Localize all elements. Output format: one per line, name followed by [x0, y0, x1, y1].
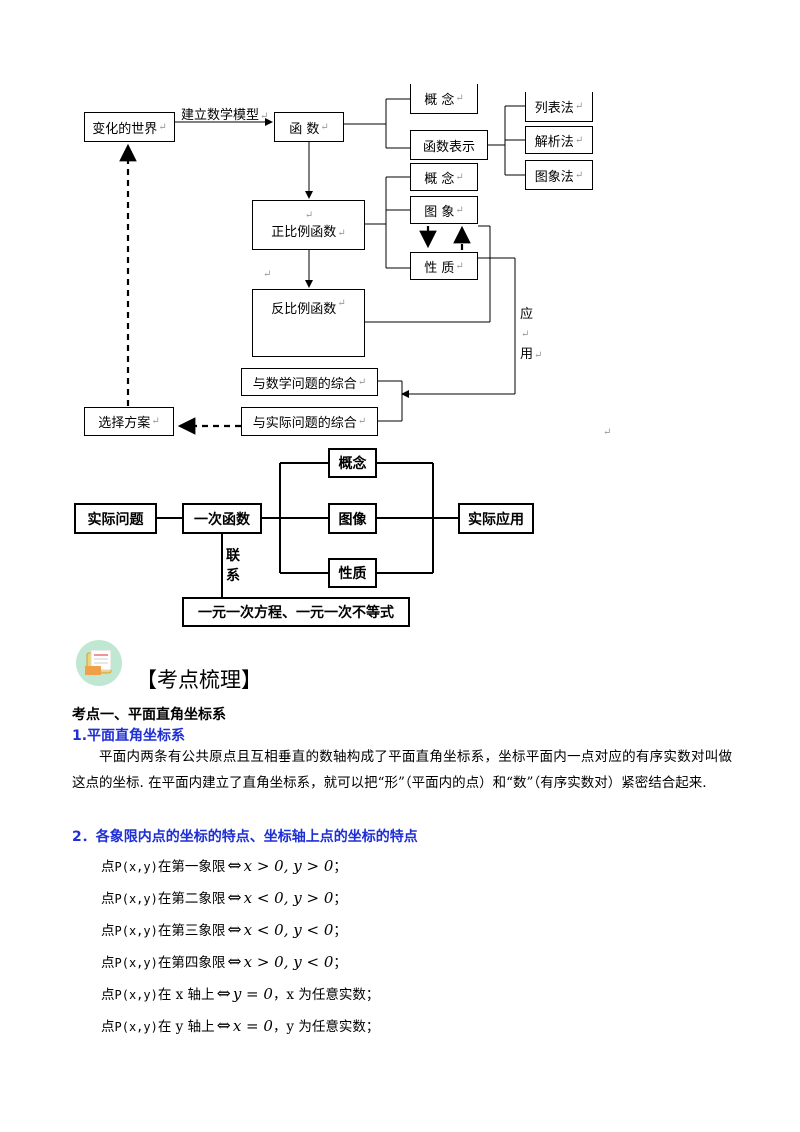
- condition-location: 在第二象限: [157, 891, 226, 907]
- box-fangcheng: 一元一次方程、一元一次不等式: [182, 597, 410, 627]
- notebook-icon: [76, 640, 122, 686]
- condition-row: 点P(x,y)在 y 轴上⇔x = 0，y 为任意实数；: [101, 1015, 379, 1036]
- kaodian1-heading: 考点一、平面直角坐标系: [72, 707, 226, 723]
- condition-point: P(x,y): [114, 956, 158, 970]
- condition-tail: ；: [333, 859, 347, 875]
- condition-tail: ；: [333, 923, 347, 939]
- condition-row: 点P(x,y)在第四象限⇔x > 0, y < 0；: [101, 951, 347, 972]
- condition-point: P(x,y): [114, 892, 158, 906]
- condition-location: 在第一象限: [157, 859, 226, 875]
- condition-row: 点P(x,y)在第一象限⇔x > 0, y > 0；: [101, 855, 347, 876]
- condition-row: 点P(x,y)在第二象限⇔x < 0, y > 0；: [101, 887, 347, 908]
- condition-location: 在第三象限: [157, 923, 226, 939]
- condition-math: x > 0, y > 0: [243, 857, 334, 875]
- condition-tail: ，x 为任意实数；: [272, 987, 380, 1003]
- box-xingzhi2: 性 质↵: [410, 252, 478, 280]
- box-d2-gainian: 概念: [328, 448, 377, 478]
- stray-return-mark: ↵: [263, 269, 272, 280]
- condition-location: 在第四象限: [157, 955, 226, 971]
- condition-pre: 点: [101, 987, 115, 1003]
- box-shiji-wenti: 实际问题: [74, 503, 157, 534]
- label-lianxi: 联 系: [226, 548, 240, 584]
- sub1-heading: 1.平面直角坐标系: [72, 728, 186, 744]
- condition-row: 点P(x,y)在第三象限⇔x < 0, y < 0；: [101, 919, 347, 940]
- condition-point: P(x,y): [114, 860, 158, 874]
- iff-symbol: ⇔: [227, 920, 242, 940]
- box-tuxiang2: 图 象↵: [410, 196, 478, 224]
- condition-math: x > 0, y < 0: [243, 953, 334, 971]
- box-gainian-top: 概 念↵: [410, 84, 478, 114]
- box-fanbili: 反比例函数↵: [252, 289, 365, 357]
- iff-symbol: ⇔: [227, 952, 242, 972]
- label-jianli: 建立数学模型↵: [181, 108, 269, 123]
- condition-tail: ；: [333, 891, 347, 907]
- condition-math: y = 0: [232, 985, 273, 1003]
- box-bianhua: 变化的世界↵: [84, 112, 175, 142]
- box-liebiao: 列表法↵: [525, 92, 593, 122]
- condition-math: x = 0: [232, 1017, 273, 1035]
- para1: 平面内两条有公共原点且互相垂直的数轴构成了平面直角坐标系，坐标平面内一点对应的有…: [72, 749, 732, 791]
- condition-pre: 点: [101, 955, 115, 971]
- condition-location: 在 y 轴上: [157, 1019, 215, 1035]
- box-shiji-yingyong: 实际应用: [458, 503, 534, 534]
- condition-math: x < 0, y < 0: [243, 921, 334, 939]
- box-tuxiang-fa: 图象法↵: [525, 160, 593, 190]
- label-yingyong: 应 ↵ 用↵: [520, 307, 543, 362]
- iff-symbol: ⇔: [216, 1016, 231, 1036]
- condition-row: 点P(x,y)在 x 轴上⇔y = 0，x 为任意实数；: [101, 983, 379, 1004]
- condition-pre: 点: [101, 891, 115, 907]
- condition-location: 在 x 轴上: [157, 987, 215, 1003]
- diagram2-connectors: [157, 462, 458, 597]
- condition-point: P(x,y): [114, 924, 158, 938]
- condition-tail: ；: [333, 955, 347, 971]
- box-d2-xingzhi: 性质: [328, 558, 377, 588]
- diagram1-connectors: [119, 98, 525, 435]
- sub2-heading: 2．各象限内点的坐标的特点、坐标轴上点的坐标的特点: [72, 829, 418, 845]
- box-zhengbili: ↵ 正比例函数↵: [252, 200, 365, 250]
- iff-symbol: ⇔: [227, 856, 242, 876]
- box-gainian2: 概 念↵: [410, 163, 478, 191]
- iff-symbol: ⇔: [227, 888, 242, 908]
- box-shuxue-zonghe: 与数学问题的综合↵: [241, 368, 378, 396]
- condition-point: P(x,y): [114, 988, 158, 1002]
- condition-pre: 点: [101, 1019, 115, 1035]
- section-title: 【考点梳理】: [136, 668, 262, 692]
- condition-math: x < 0, y > 0: [243, 889, 334, 907]
- condition-point: P(x,y): [114, 1020, 158, 1034]
- box-d2-tuxiang: 图像: [328, 503, 377, 534]
- stray-return-mark-right: ↵: [603, 427, 612, 438]
- box-shiji-zonghe: 与实际问题的综合↵: [241, 407, 378, 436]
- iff-symbol: ⇔: [216, 984, 231, 1004]
- box-hanshu: 函 数↵: [274, 112, 344, 142]
- condition-pre: 点: [101, 923, 115, 939]
- box-hanshu-biaoshi: 函数表示: [410, 130, 488, 160]
- condition-tail: ，y 为任意实数；: [272, 1019, 380, 1035]
- box-jiexi: 解析法↵: [525, 126, 593, 154]
- box-xuanze: 选择方案↵: [84, 407, 174, 436]
- box-yici-hanshu: 一次函数: [182, 503, 262, 534]
- condition-pre: 点: [101, 859, 115, 875]
